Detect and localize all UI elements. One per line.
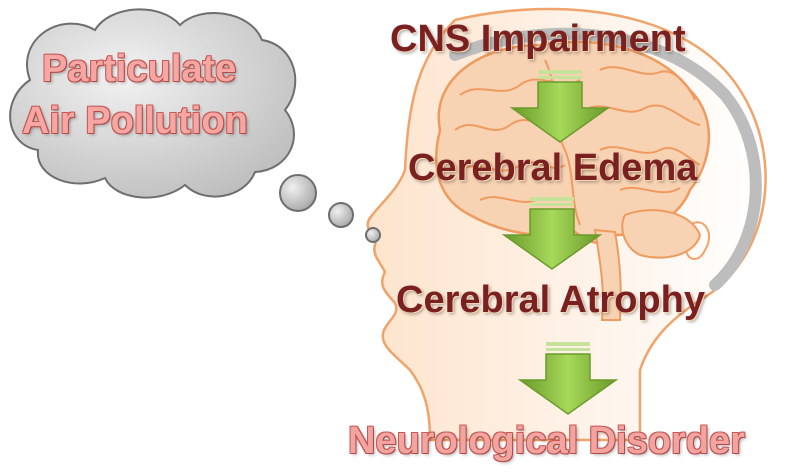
- step-cns-impairment: CNS Impairment: [390, 18, 686, 60]
- down-arrow-icon: [517, 342, 619, 415]
- step-cerebral-atrophy: Cerebral Atrophy: [396, 279, 705, 321]
- cloud-text-line1: Particulate: [42, 48, 237, 90]
- brain-icon: [435, 40, 711, 321]
- down-arrow-icon: [509, 70, 611, 143]
- outcome-neurological-disorder: Neurological Disorder: [348, 420, 745, 462]
- cloud-text-line2: Air Pollution: [22, 100, 248, 142]
- step-cerebral-edema: Cerebral Edema: [408, 147, 698, 189]
- down-arrow-icon: [501, 197, 603, 270]
- thought-cloud-icon: [9, 8, 381, 243]
